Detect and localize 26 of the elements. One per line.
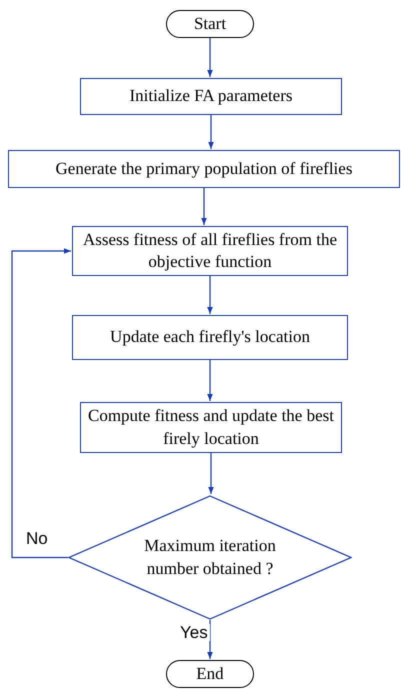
- process-box: [72, 315, 348, 360]
- decision-diamond: [68, 495, 352, 620]
- node-text: Start: [194, 12, 226, 35]
- process-box: [8, 150, 400, 188]
- arrow: [207, 360, 213, 401]
- arrow: [208, 115, 214, 149]
- node-text: Compute fitness and update the best firely location: [87, 405, 335, 450]
- node-text: Maximum iteration number obtained ?: [143, 535, 277, 580]
- arrow: [207, 38, 213, 77]
- edge-label: Yes: [178, 624, 210, 641]
- process-box: [72, 226, 348, 276]
- edge-label: No: [24, 530, 50, 547]
- arrow: [11, 248, 71, 558]
- process-box: [80, 78, 342, 115]
- node-text: Assess fitness of all fireflies from the objective function: [82, 228, 338, 273]
- process-box: [80, 402, 342, 453]
- arrow: [201, 188, 207, 225]
- arrow: [207, 620, 213, 659]
- terminal-pill: [166, 10, 254, 38]
- node-text: Generate the primary population of fireflies: [56, 158, 352, 180]
- node-text: Update each firefly's location: [110, 326, 310, 348]
- terminal-pill: [166, 660, 254, 688]
- node-text: End: [196, 662, 224, 685]
- arrow: [208, 453, 214, 494]
- node-text: Initialize FA parameters: [129, 85, 292, 108]
- arrow: [207, 276, 213, 314]
